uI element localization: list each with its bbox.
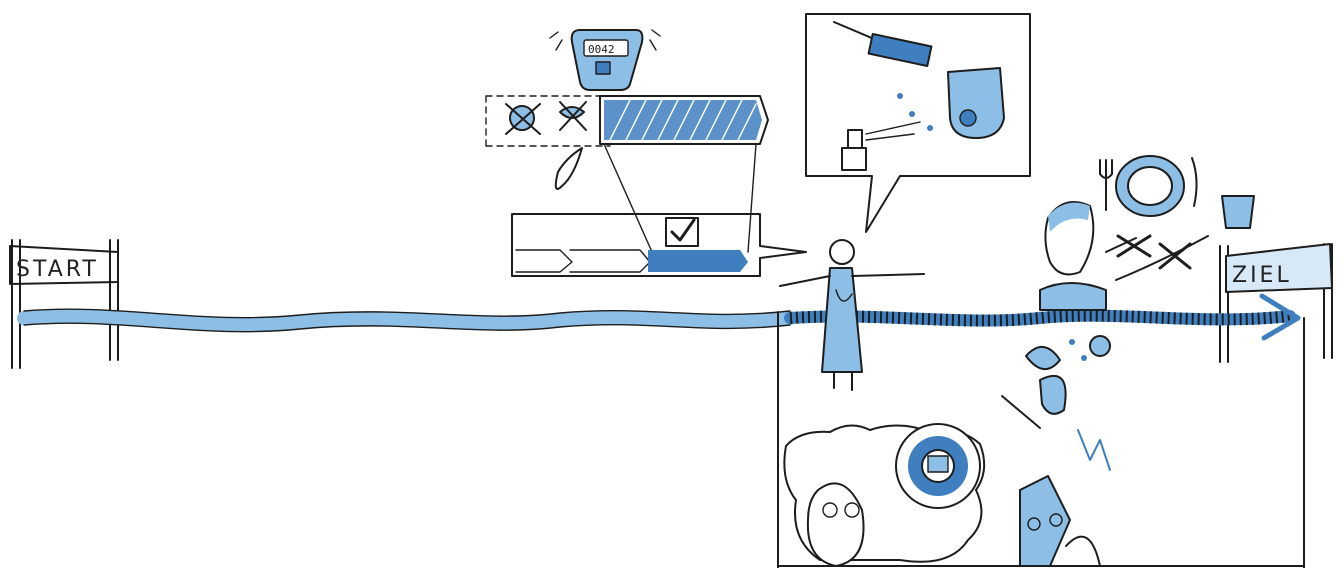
timer-device-icon: 0042 (550, 30, 660, 90)
finish-label: ZIEL (1232, 263, 1292, 288)
speech-bubble (806, 14, 1030, 232)
drop-icon (556, 148, 582, 189)
plate-icon (1116, 156, 1184, 216)
start-sign: START (10, 240, 118, 368)
timer-display: 0042 (588, 43, 615, 56)
glass-icon (948, 68, 1004, 138)
start-label: START (16, 257, 99, 282)
crossed-eye-icon (486, 96, 610, 146)
fork-icon (1100, 160, 1112, 210)
knife-icon (1192, 158, 1197, 206)
patient-figure (1040, 202, 1106, 310)
